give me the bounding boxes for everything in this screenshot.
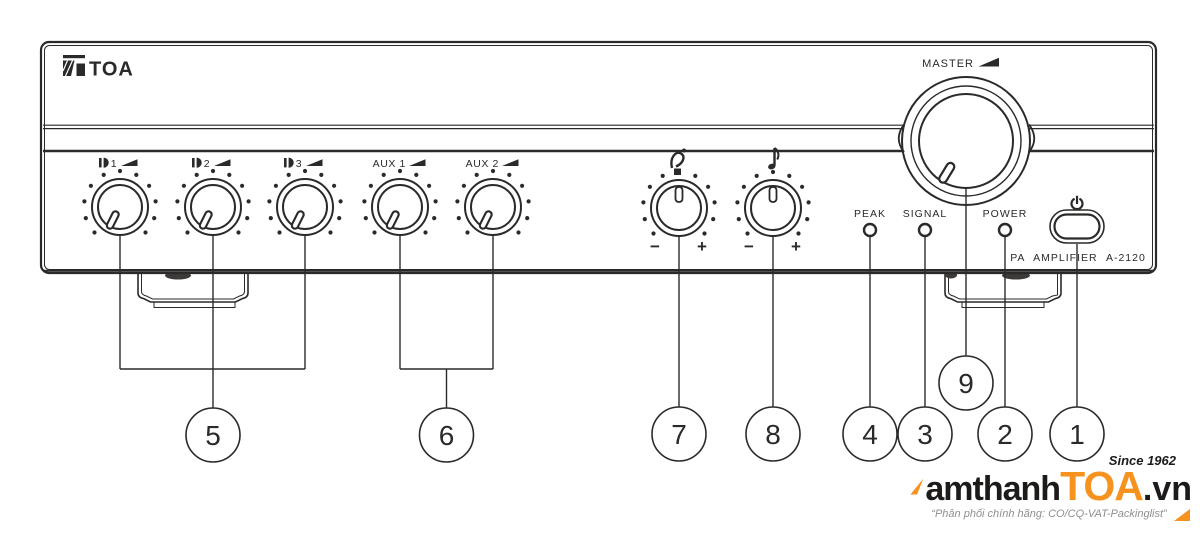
mic-icon [284,157,294,168]
mic-2-label: 2 [192,157,231,170]
watermark-brand-core: TOA [1060,463,1144,509]
svg-text:2: 2 [204,158,210,170]
callout-5: 5 [185,407,241,463]
svg-text:SIGNAL: SIGNAL [903,208,948,220]
plus-sign: + [791,237,801,256]
toa-logo: TOA [62,55,134,81]
signal-led [917,222,933,238]
mic-icon [192,157,202,168]
svg-text:AUX 2: AUX 2 [466,158,499,170]
callout-2: 2 [977,406,1033,462]
foot-left [137,271,249,308]
watermark-since: Since 1962 [1108,453,1176,468]
bass-control: − + [641,148,717,256]
volume-icon [978,57,999,67]
volume-icon [409,159,426,166]
power-indicator: POWER [983,208,1028,238]
svg-text:3: 3 [296,158,302,170]
orange-triangle-close-icon [1174,509,1190,521]
treble-control: − + [735,147,811,256]
power-icon [1070,195,1084,211]
mic-1-label: 1 [99,157,138,170]
watermark-tagline: “Phân phối chính hãng: CO/CQ-VAT-Packing… [882,508,1192,521]
orange-triangle-open-icon [910,478,924,495]
mic-icon [99,157,109,168]
svg-text:3: 3 [917,419,933,450]
callout-7: 7 [651,406,707,462]
peak-led [862,222,878,238]
svg-text:7: 7 [671,419,687,450]
minus-sign: − [650,237,660,256]
svg-text:9: 9 [958,368,974,399]
plus-sign: + [697,237,707,256]
treble-icon [768,147,780,170]
svg-text:4: 4 [862,419,878,450]
peak-indicator: PEAK [854,208,886,238]
callout-3: 3 [897,406,953,462]
watermark-brand: amthanh TOA .vn [882,466,1192,507]
callout-1: 1 [1049,406,1105,462]
callout-8: 8 [745,406,801,462]
power-led [997,222,1013,238]
panel-divider-band [43,124,1154,153]
aux-2-label: AUX 2 [466,158,519,170]
watermark-brand-suffix: .vn [1142,470,1192,508]
volume-icon [306,159,323,166]
aux-1-label: AUX 1 [373,158,426,170]
mic-2-knob [175,168,251,236]
svg-text:8: 8 [765,419,781,450]
model-text: PA AMPLIFIER A-2120 [1010,252,1146,264]
toa-logo-text: TOA [89,59,134,81]
master-label: MASTER [922,57,999,70]
power-button [1049,195,1105,244]
callout-6: 6 [418,407,475,463]
volume-icon [214,159,231,166]
svg-text:AUX 1: AUX 1 [373,158,406,170]
mic-1-knob [82,168,158,236]
svg-text:1: 1 [1069,419,1085,450]
foot-right [944,271,1062,308]
leader-lines [119,188,1078,408]
watermark-brand-prefix: amthanh [925,470,1061,508]
mic-3-label: 3 [284,157,323,170]
volume-icon [502,159,519,166]
svg-text:PEAK: PEAK [854,208,886,220]
master-knob [901,76,1031,206]
signal-indicator: SIGNAL [903,208,948,238]
callout-4: 4 [842,406,898,462]
svg-text:5: 5 [205,420,221,451]
mic-3-knob [267,168,343,236]
svg-text:2: 2 [997,419,1013,450]
band-notches [897,124,1036,153]
svg-text:MASTER: MASTER [922,58,974,70]
callout-9: 9 [938,355,994,411]
svg-text:1: 1 [111,158,117,170]
volume-icon [121,159,138,166]
svg-text:6: 6 [439,420,455,451]
minus-sign: − [744,237,754,256]
toa-emblem-icon [62,55,85,77]
watermark: Since 1962 amthanh TOA .vn “Phân phối ch… [882,453,1192,521]
svg-text:POWER: POWER [983,208,1028,220]
